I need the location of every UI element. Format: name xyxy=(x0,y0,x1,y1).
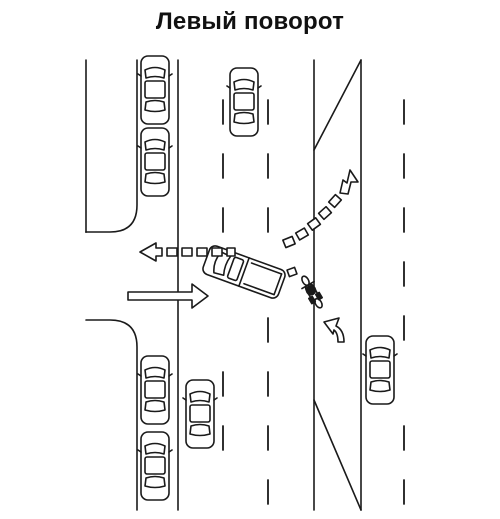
diagram-title: Левый поворот xyxy=(155,8,345,35)
road-edges xyxy=(85,59,362,511)
parked-car-top-1 xyxy=(137,55,173,125)
truck-path-connector xyxy=(286,266,298,278)
curved-arrow-up-icon xyxy=(323,317,345,343)
arrow-right-icon xyxy=(127,283,209,309)
lane-dashes xyxy=(222,99,405,505)
motorcycle-icon xyxy=(301,275,323,309)
dashed-arrow-left-icon xyxy=(139,242,236,262)
parked-car-top-2 xyxy=(137,127,173,197)
dashed-curved-arrow-icon xyxy=(282,169,359,249)
parked-car-bottom-2 xyxy=(137,431,173,501)
parked-car-bottom-1 xyxy=(137,355,173,425)
oncoming-car xyxy=(362,335,398,405)
car-top-lane xyxy=(226,67,262,137)
car-bottom-lane xyxy=(182,379,218,449)
